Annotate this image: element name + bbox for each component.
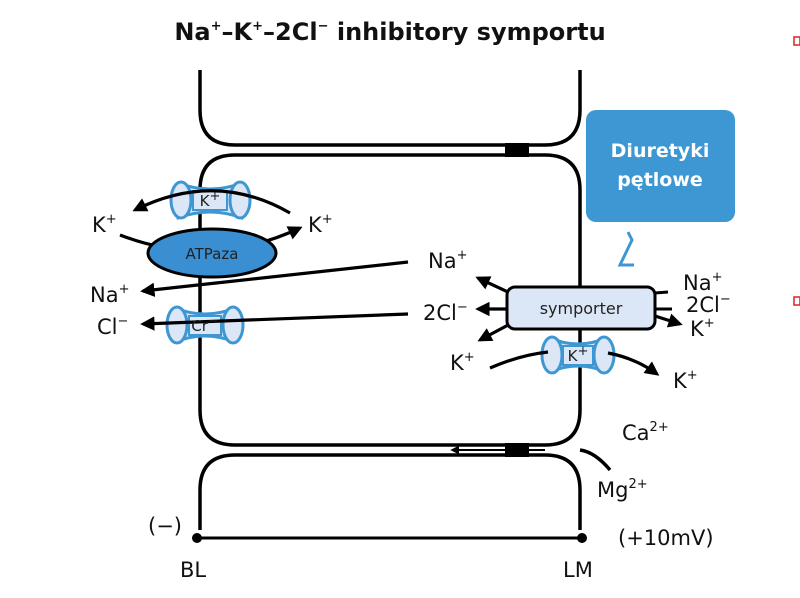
cl-channel-label: Cr− xyxy=(191,314,219,335)
bottom-cell-membrane xyxy=(198,453,582,530)
bl-potential: (−) xyxy=(148,514,182,538)
edge-marker xyxy=(793,36,800,46)
callout-line1: Diuretyki xyxy=(611,140,710,162)
ion-ca: Ca2+ xyxy=(622,420,669,445)
ion-k-bl-left: K+ xyxy=(92,212,117,237)
diuretics-callout xyxy=(586,110,735,222)
k-efflux-arrow xyxy=(132,189,291,215)
ion-na-cell: Na+ xyxy=(428,248,467,273)
middle-cell-membrane xyxy=(198,153,582,447)
edge-marker xyxy=(793,296,800,306)
ion-labels: K+ K+ Na+ Cl− Na+ 2Cl− K+ Na+ 2Cl− K+ K+… xyxy=(90,212,731,502)
ion-na-bl: Na+ xyxy=(90,282,129,307)
paracellular-path xyxy=(579,448,612,472)
page-title: Na+–K+–2Cl− inhibitory symportu xyxy=(174,18,605,46)
svg-text:K+: K+ xyxy=(568,344,589,365)
atpase-pump xyxy=(146,227,278,279)
k-recycle-out-arrow xyxy=(607,351,660,376)
ion-cl-bl: Cl− xyxy=(97,314,128,339)
bl-label: BL xyxy=(180,558,206,582)
symporter-label: symporter xyxy=(540,299,623,318)
ion-k-lumen: K+ xyxy=(690,316,715,341)
symporter xyxy=(505,285,657,331)
callout-line2: pętlowe xyxy=(617,169,703,191)
symporter-k-arrow xyxy=(477,322,511,342)
lm-dot xyxy=(577,533,587,543)
lm-label: LM xyxy=(563,558,593,582)
ion-k-bl-right: K+ xyxy=(308,212,333,237)
k-channel-left: K+ xyxy=(169,180,252,220)
ion-mg: Mg2+ xyxy=(597,477,648,502)
k-recycle-in xyxy=(489,350,549,370)
ion-k-cell: K+ xyxy=(450,350,475,375)
symporter-na-arrow xyxy=(475,276,511,295)
cl-channel-left xyxy=(165,305,245,345)
ion-na-lumen: Na+ xyxy=(683,270,722,295)
ion-cl-cell: 2Cl− xyxy=(423,300,468,325)
k-channel-right: K+ xyxy=(540,335,616,375)
svg-text:K+: K+ xyxy=(200,189,221,210)
bl-dot xyxy=(192,533,202,543)
na-exit-arrow xyxy=(140,260,409,297)
tight-junction-top xyxy=(505,143,529,157)
atpase-label: ATPaza xyxy=(186,245,239,263)
top-cell-membrane xyxy=(198,70,582,147)
lm-potential: (+10mV) xyxy=(618,526,714,550)
cl-exit-arrow xyxy=(140,312,409,331)
ion-k-lumen-out: K+ xyxy=(673,368,698,393)
ion-cl-lumen: 2Cl− xyxy=(686,292,731,317)
inhibition-lightning-icon xyxy=(617,231,634,267)
